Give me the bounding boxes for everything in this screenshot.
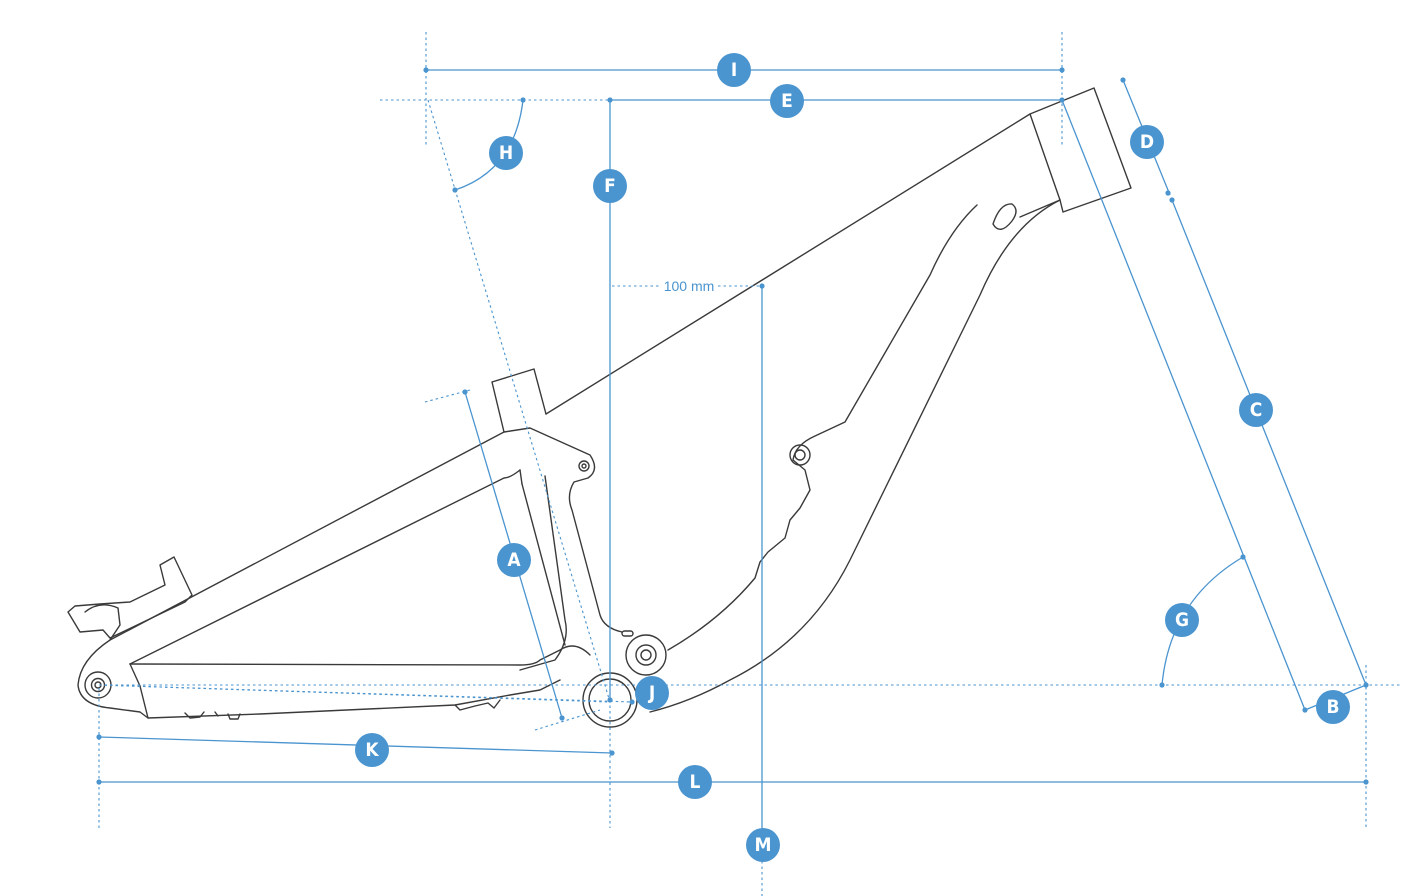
chain-stay [129,645,591,719]
bike-frame [67,87,1132,728]
svg-text:F: F [604,175,616,197]
svg-text:D: D [1140,131,1154,153]
badge-e: E [770,84,804,118]
rear-axle [84,671,112,699]
offset-label: 100 mm [664,278,715,294]
svg-text:A: A [507,549,521,571]
badge-i: I [717,53,751,87]
svg-text:K: K [365,739,379,761]
cable-port [992,203,1017,230]
svg-text:M: M [754,834,771,856]
svg-text:E: E [781,90,793,112]
svg-text:I: I [731,59,737,81]
svg-text:G: G [1175,609,1189,631]
badge-f: F [593,169,627,203]
brake-mount [67,556,193,639]
rear-dropout [77,604,149,719]
seat-stay [109,431,521,665]
shock-mount [789,444,811,466]
svg-text:C: C [1250,399,1263,421]
down-tube-inner [667,204,978,651]
badge-m: M [746,828,780,862]
down-tube [649,199,1061,713]
badge-h: H [489,136,523,170]
rocker-link [503,427,623,633]
badge-c: C [1239,393,1273,427]
svg-text:B: B [1326,696,1339,718]
svg-text:H: H [499,142,513,164]
dimension-lines [96,32,1400,896]
svg-text:J: J [648,682,655,704]
badge-a: A [497,543,531,577]
badge-k: K [355,733,389,767]
top-tube [545,113,1061,415]
badge-g: G [1165,603,1199,637]
main-pivot [625,634,667,676]
badge-l: L [678,765,712,799]
badge-j: J [635,676,669,710]
badge-d: D [1130,125,1164,159]
head-tube [1029,87,1132,213]
badge-b: B [1316,690,1350,724]
seat-tube [491,368,566,646]
svg-text:L: L [690,771,701,793]
rocker-pivot [578,460,590,472]
